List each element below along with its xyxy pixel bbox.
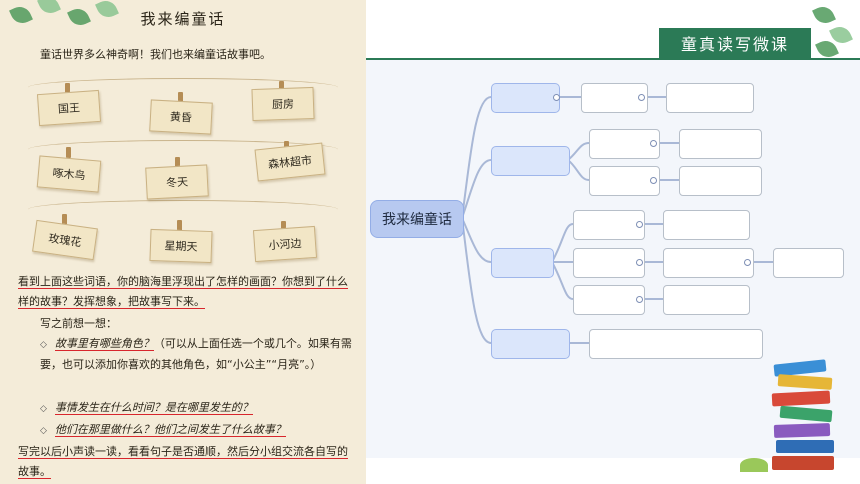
- intro-text: 童话世界多么神奇啊！我们也来编童话故事吧。: [40, 48, 271, 61]
- clothespin-icon: [175, 157, 180, 168]
- mindmap-branch-node[interactable]: [491, 83, 560, 113]
- mindmap-leaf-node[interactable]: [589, 166, 660, 196]
- diamond-icon: ◇: [40, 340, 47, 350]
- question-1: ◇ 故事里有哪些角色？（可以从上面任选一个或几个。如果有需要，也可以添加你喜欢的其…: [40, 334, 358, 375]
- mindmap-leaf-node[interactable]: [589, 329, 763, 359]
- mindmap-leaf-node[interactable]: [573, 210, 645, 240]
- prompt-paragraph: 看到上面这些词语，你的脑海里浮现出了怎样的画面？你想到了什么样的故事？发挥想象，…: [18, 272, 358, 312]
- prompt-text: 看到上面这些词语，你的脑海里浮现出了怎样的画面？你想到了什么样的故事？发挥想象，…: [18, 275, 348, 309]
- card-string: [28, 140, 338, 159]
- mindmap-leaf-node[interactable]: [679, 166, 762, 196]
- collapse-dot-icon[interactable]: [636, 259, 643, 266]
- mindmap-root-node[interactable]: 我来编童话: [370, 200, 464, 238]
- question-3: ◇ 他们在那里做什么？他们之间发生了什么故事？: [40, 420, 358, 441]
- question-1-title: 故事里有哪些角色？: [54, 337, 154, 351]
- mindmap-branch-node[interactable]: [491, 146, 570, 176]
- collapse-dot-icon[interactable]: [650, 177, 657, 184]
- page-title: 我来编童话: [140, 10, 226, 28]
- collapse-dot-icon[interactable]: [650, 140, 657, 147]
- lesson-header: 童真读写微课: [659, 28, 811, 58]
- diamond-icon: ◇: [40, 426, 47, 436]
- collapse-dot-icon[interactable]: [638, 94, 645, 101]
- clothespin-icon: [66, 147, 71, 158]
- clothespin-icon: [65, 83, 70, 94]
- mindmap-branch-node[interactable]: [491, 329, 570, 359]
- mindmap-leaf-node[interactable]: [589, 129, 660, 159]
- question-1-detail: （可以从上面任选一个或几个。如果有需要，也可以添加你喜欢的其他角色，如“小公主”…: [40, 337, 352, 371]
- header-rule: [366, 58, 860, 60]
- mindmap-leaf-node[interactable]: [663, 285, 750, 315]
- collapse-dot-icon[interactable]: [744, 259, 751, 266]
- think-heading: 写之前想一想：: [40, 317, 117, 330]
- collapse-dot-icon[interactable]: [636, 221, 643, 228]
- mindmap-branch-node[interactable]: [491, 248, 554, 278]
- clothespin-icon: [279, 81, 284, 92]
- closing-text: 写完以后小声读一读，看看句子是否通顺，然后分小组交流各自写的故事。: [18, 445, 348, 479]
- clothespin-icon: [178, 92, 183, 103]
- clothespin-icon: [177, 220, 182, 231]
- mindmap-leaf-node[interactable]: [573, 285, 645, 315]
- textbook-page: 我来编童话 童话世界多么神奇啊！我们也来编童话故事吧。 国王 黄昏 厨房 啄木鸟…: [0, 0, 366, 484]
- mindmap-leaf-node[interactable]: [573, 248, 645, 278]
- collapse-dot-icon[interactable]: [636, 296, 643, 303]
- mindmap-leaf-node[interactable]: [666, 83, 754, 113]
- card-string: [28, 78, 338, 97]
- mindmap-leaf-node[interactable]: [663, 248, 754, 278]
- clothespin-icon: [281, 221, 286, 232]
- clothespin-icon: [62, 214, 67, 225]
- diamond-icon: ◇: [40, 404, 47, 414]
- question-3-text: 他们在那里做什么？他们之间发生了什么故事？: [54, 423, 286, 437]
- grass-icon: [740, 458, 768, 472]
- closing-paragraph: 写完以后小声读一读，看看句子是否通顺，然后分小组交流各自写的故事。: [18, 442, 358, 482]
- mindmap-leaf-node[interactable]: [679, 129, 762, 159]
- question-2-text: 事情发生在什么时间？是在哪里发生的？: [54, 401, 253, 415]
- mindmap-leaf-node[interactable]: [663, 210, 750, 240]
- question-2: ◇ 事情发生在什么时间？是在哪里发生的？: [40, 398, 358, 419]
- book-stack-icon: [770, 359, 840, 482]
- mindmap-leaf-node[interactable]: [581, 83, 648, 113]
- card-string: [28, 200, 338, 219]
- collapse-dot-icon[interactable]: [553, 94, 560, 101]
- mindmap-leaf-node[interactable]: [773, 248, 844, 278]
